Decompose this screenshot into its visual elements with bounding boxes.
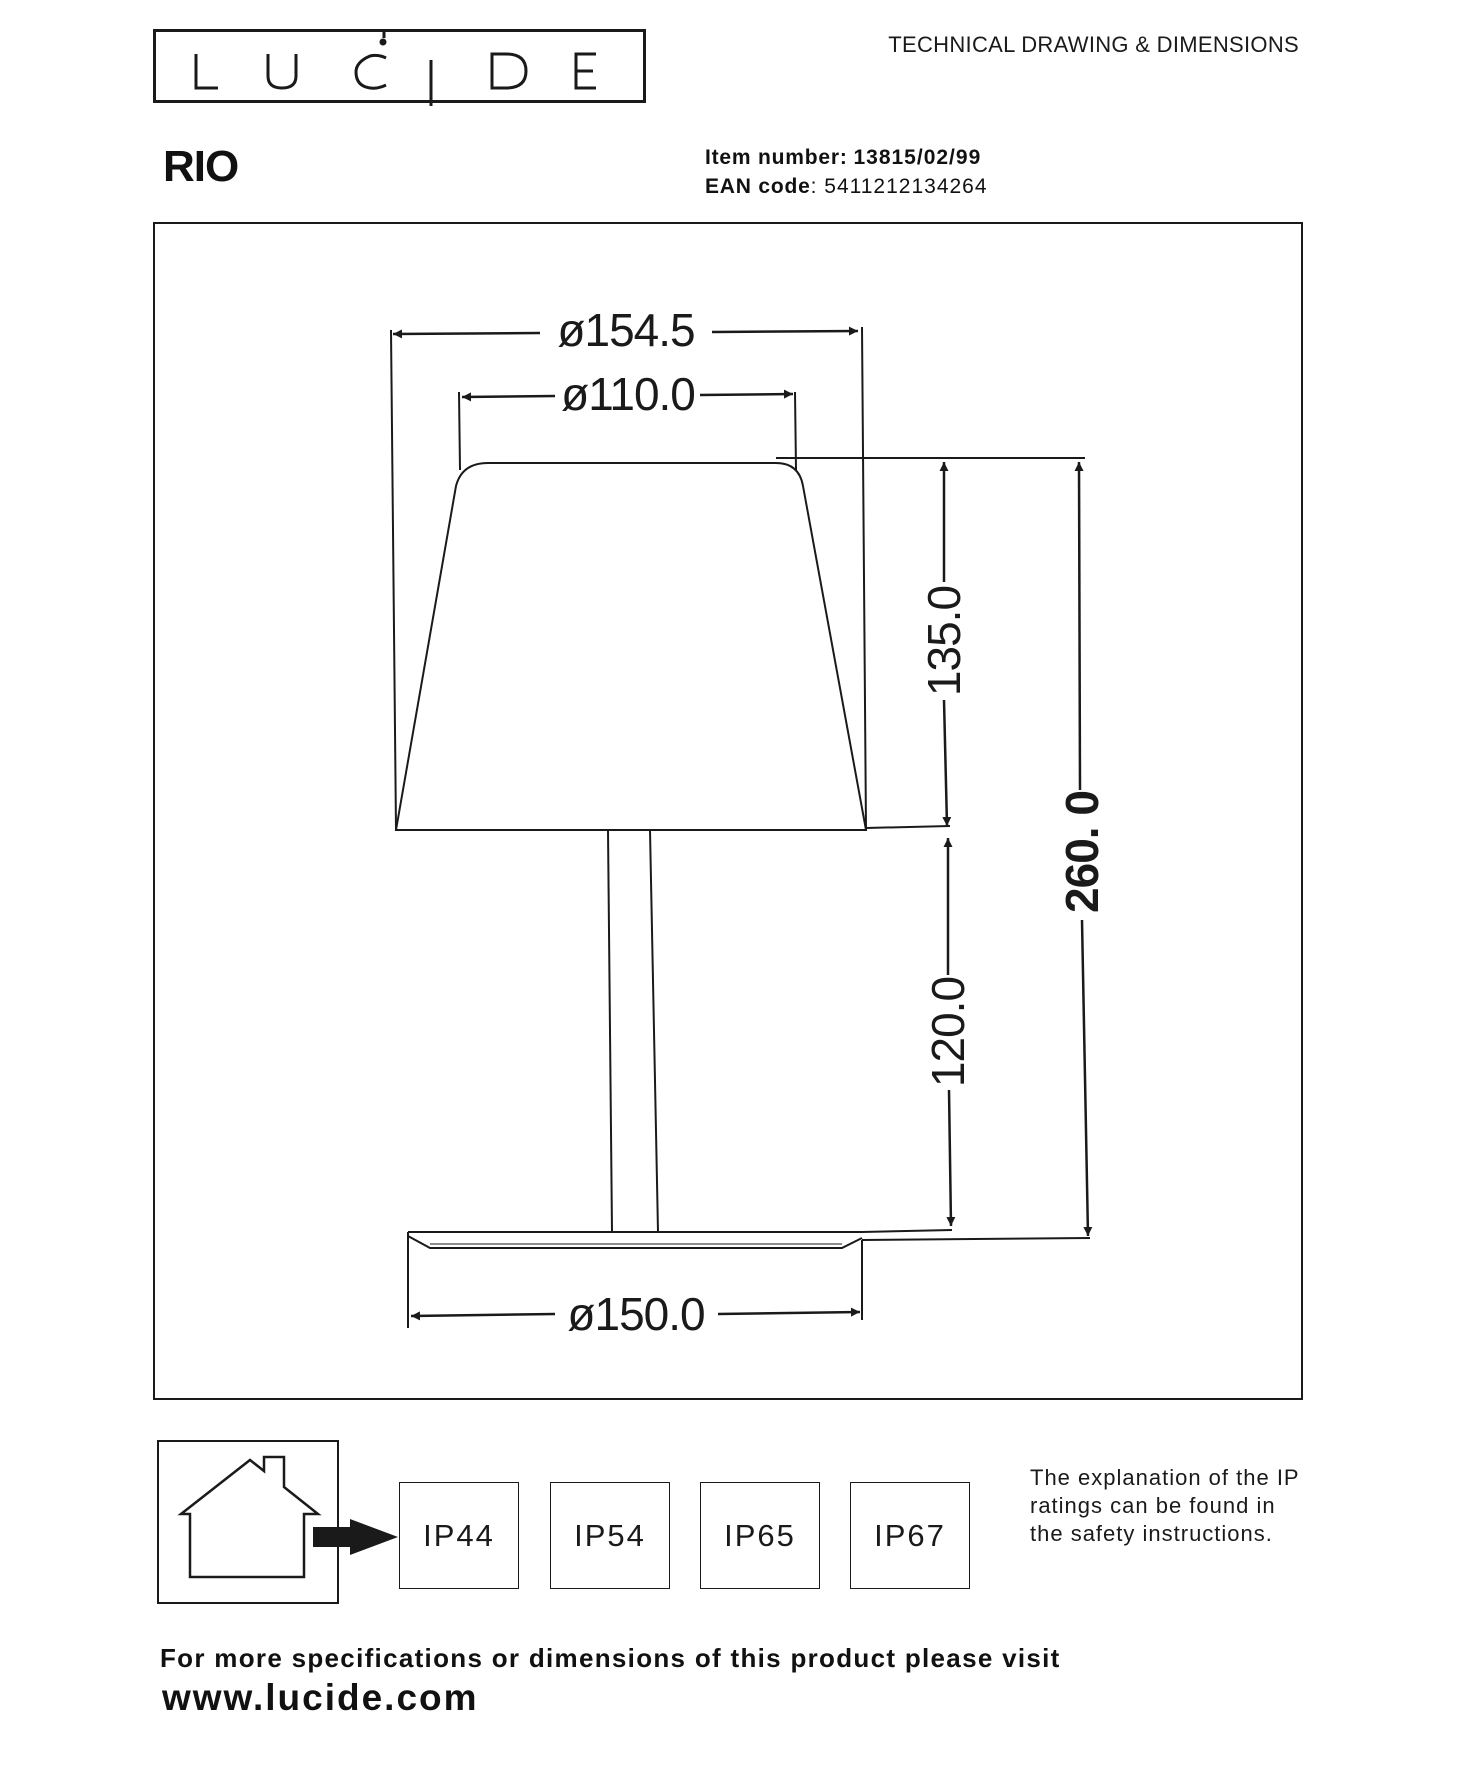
dim-line-outer [392, 329, 541, 339]
dim-base-diameter: ø150.0 [567, 1288, 704, 1340]
dim-line-inner [461, 392, 556, 402]
dim-line-total-height [1074, 461, 1084, 791]
footer-text: For more specifications or dimensions of… [160, 1643, 1061, 1673]
dim-outer-diameter: ø154.5 [557, 304, 694, 356]
item-number-value: 13815/02/99 [853, 146, 982, 169]
indoor-icon-box [157, 1440, 339, 1604]
ean-row: EAN code: 5411212134264 [705, 172, 988, 201]
dim-stem-height: 120.0 [922, 977, 974, 1087]
ean-value: : 5411212134264 [810, 175, 988, 198]
ip-rating-ip65: IP65 [700, 1482, 820, 1589]
document-heading: TECHNICAL DRAWING & DIMENSIONS [888, 32, 1299, 57]
dim-shade-height: 135.0 [918, 586, 970, 696]
product-name: RIO [163, 142, 239, 191]
dim-inner-diameter: ø110.0 [561, 368, 695, 420]
lamp-base [407, 1231, 863, 1249]
ip-explanation-note: The explanation of the IP ratings can be… [1030, 1465, 1300, 1546]
ip-rating-ip54: IP54 [550, 1482, 670, 1589]
item-number-label: Item number: [705, 146, 848, 169]
lamp-drawing: ø154.5 ø110.0 135.0 120.0 260. 0 ø150.0 [390, 304, 1108, 1340]
lamp-shade [394, 462, 868, 831]
logo-lettering [194, 32, 596, 106]
footer-url-link[interactable]: www.lucide.com [162, 1677, 479, 1718]
brand-logo [153, 29, 646, 106]
dim-line-base [410, 1311, 556, 1321]
item-number-row: Item number: 13815/02/99 [705, 143, 988, 172]
ip-rating-ip44: IP44 [399, 1482, 519, 1589]
lamp-stem [607, 829, 659, 1233]
house-icon [177, 1455, 398, 1579]
dim-total-height: 260. 0 [1056, 791, 1108, 913]
technical-drawing-frame [153, 222, 1303, 1400]
ean-label: EAN code [705, 175, 811, 198]
ip-rating-ip67: IP67 [850, 1482, 970, 1589]
item-info: Item number: 13815/02/99 EAN code: 54112… [705, 143, 988, 201]
